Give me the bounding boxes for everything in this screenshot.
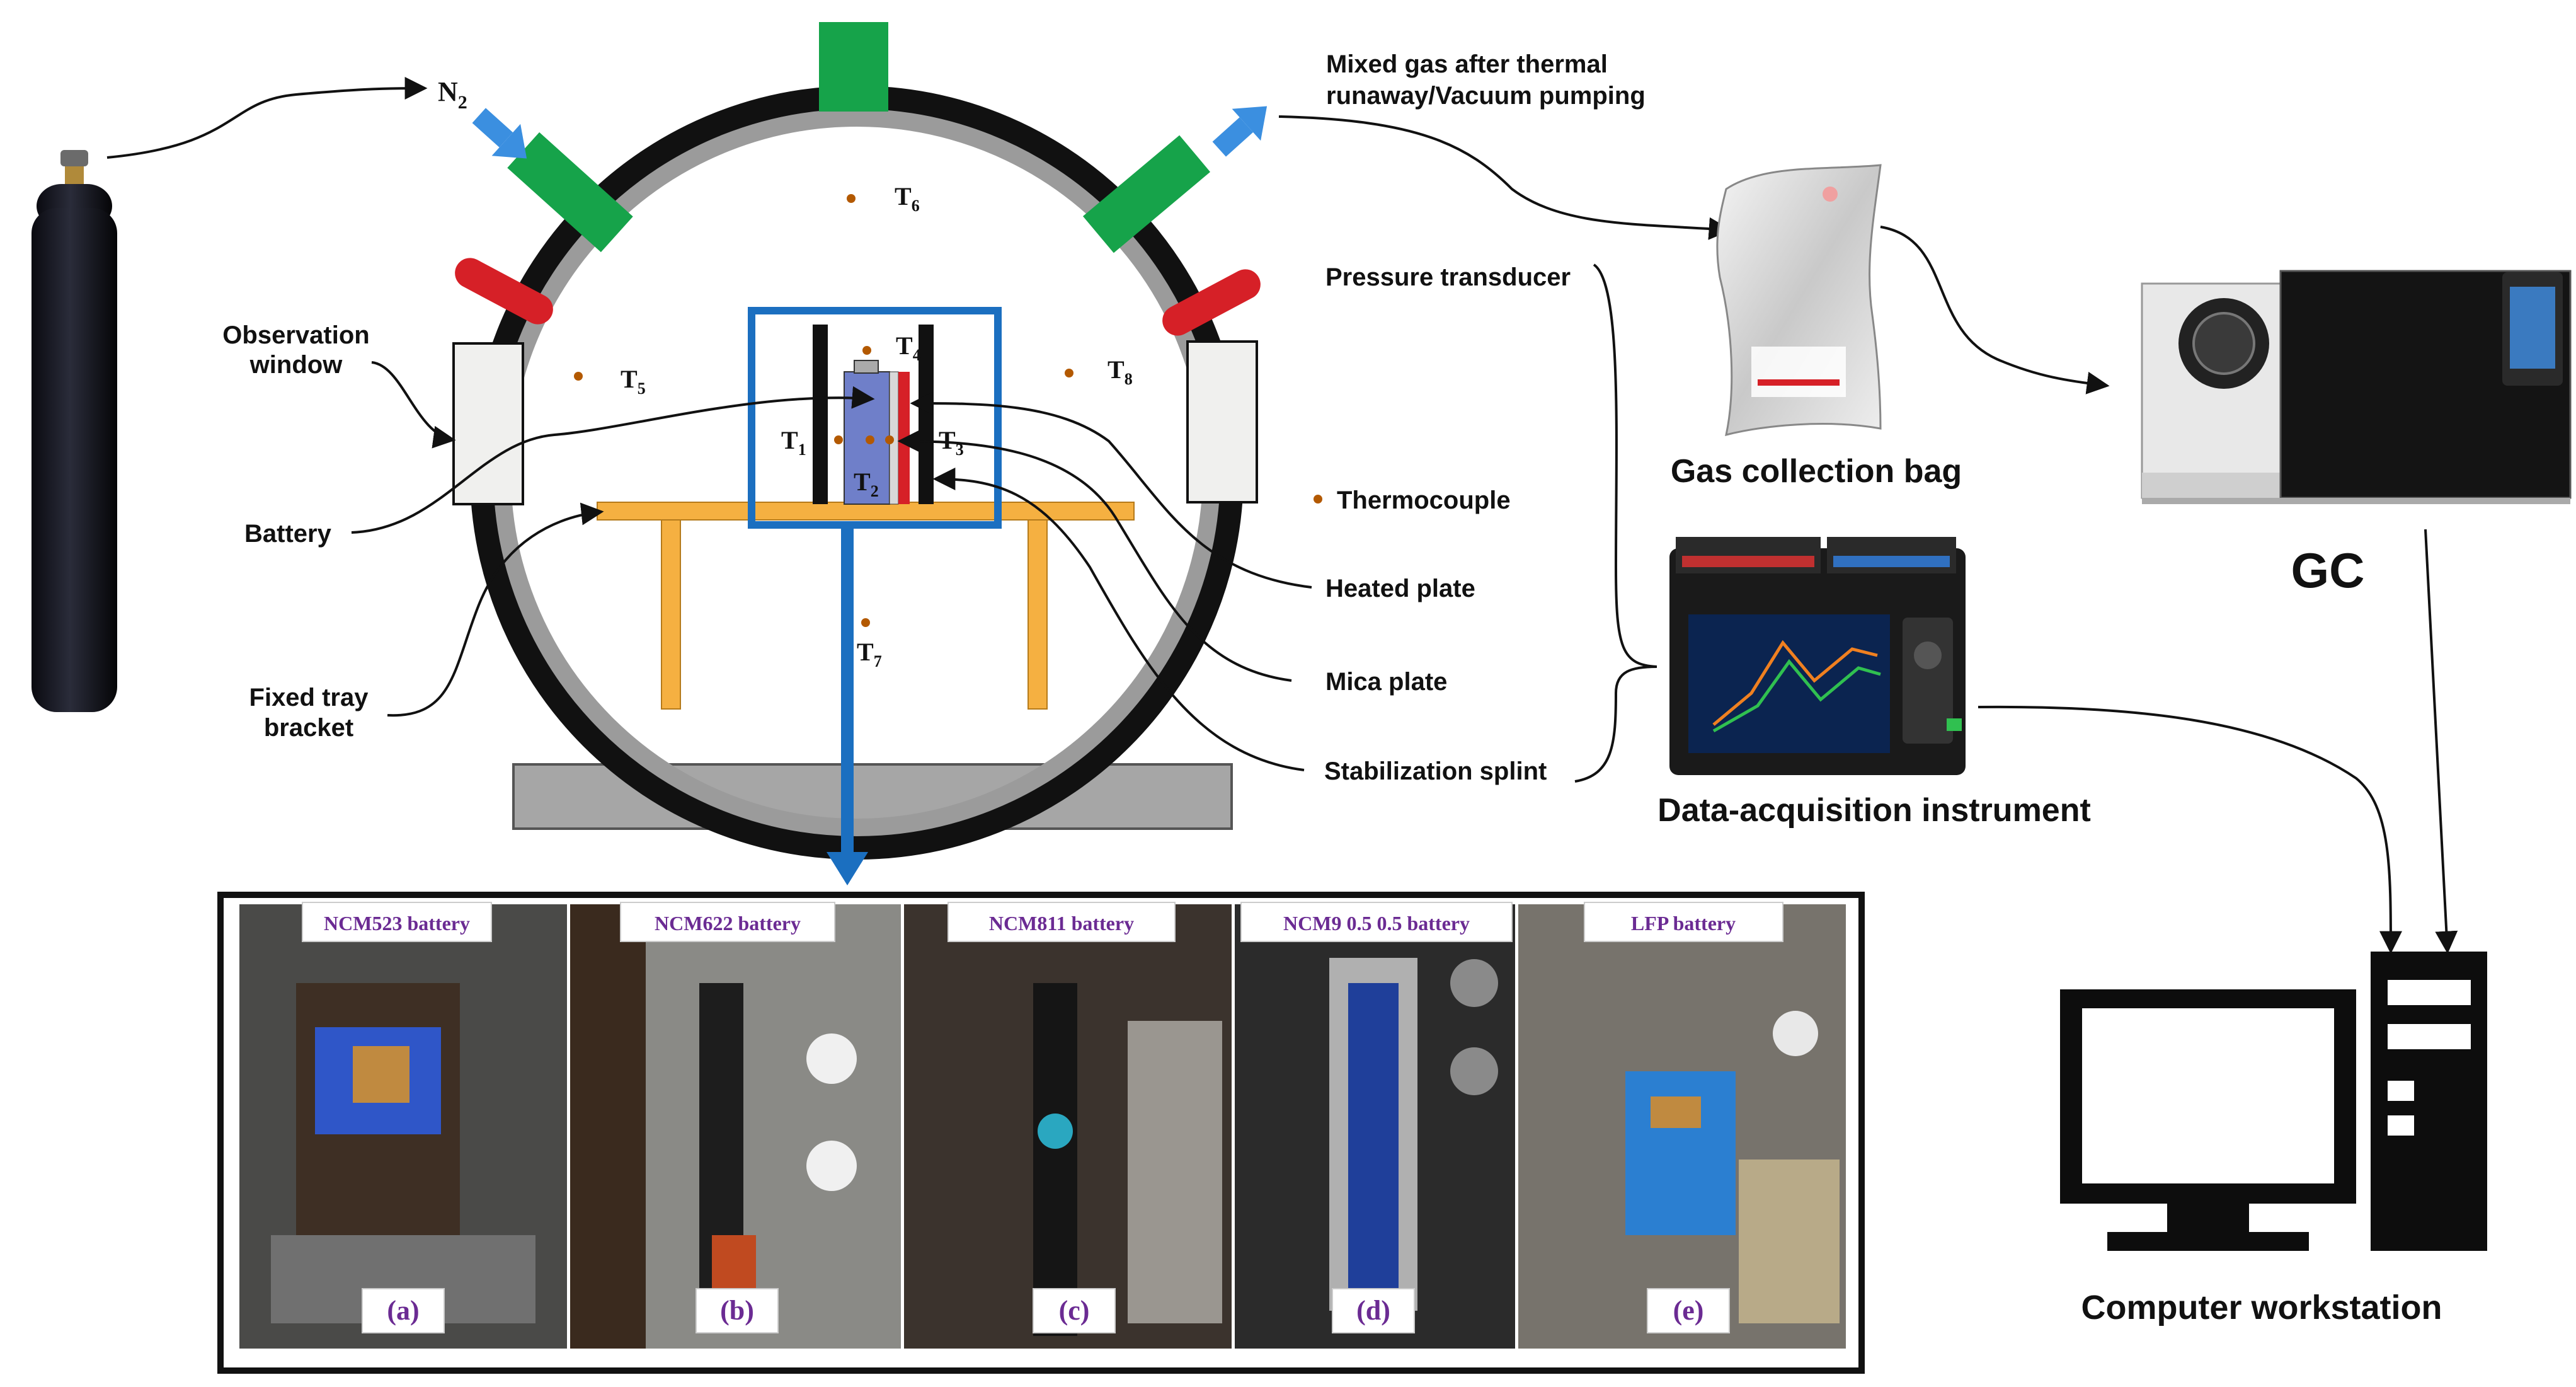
computer-workstation bbox=[2060, 952, 2487, 1251]
t3-label: T3 bbox=[939, 426, 964, 459]
mixed-gas-label-line1: Mixed gas after thermal bbox=[1326, 50, 1608, 78]
gas-collection-bag bbox=[1716, 164, 1882, 437]
heated-plate-label: Heated plate bbox=[1325, 575, 1475, 602]
photo-title-a: NCM523 battery bbox=[324, 912, 470, 935]
pressure-transducer-brace bbox=[1593, 263, 1657, 668]
photo-title-e: LFP battery bbox=[1631, 912, 1736, 935]
t6-label: T6 bbox=[895, 182, 920, 215]
thermocouple-label: Thermocouple bbox=[1337, 486, 1511, 514]
inlet-valve bbox=[507, 132, 633, 253]
nitrogen-cylinder bbox=[31, 150, 117, 712]
mica-plate-leader bbox=[897, 430, 1292, 682]
t5-label: T5 bbox=[621, 365, 646, 398]
observation-window-right bbox=[1186, 340, 1258, 504]
n2-inlet-arrow bbox=[472, 108, 527, 159]
photo-tag-a: (a) bbox=[387, 1295, 419, 1326]
photo-panel-b bbox=[570, 904, 901, 1349]
photo-panel-e bbox=[1518, 904, 1846, 1349]
chamber-to-bag-line bbox=[1278, 115, 1732, 240]
fixed-tray-label-line2: bracket bbox=[264, 714, 353, 742]
seal-right bbox=[1162, 269, 1261, 336]
battery-terminal bbox=[854, 360, 879, 374]
heated-plate bbox=[898, 372, 910, 504]
observation-window-left bbox=[452, 342, 524, 505]
stabilization-splint-label: Stabilization splint bbox=[1324, 757, 1547, 785]
photo-panel-a bbox=[239, 904, 567, 1349]
t2-label: T2 bbox=[854, 468, 879, 500]
photo-tag-c: (c) bbox=[1059, 1295, 1090, 1326]
battery-leader bbox=[351, 386, 875, 534]
pressure-transducer-label: Pressure transducer bbox=[1325, 263, 1571, 291]
photo-title-boxes bbox=[302, 902, 1783, 942]
zoom-arrow-head bbox=[827, 852, 868, 885]
top-port bbox=[819, 22, 888, 112]
photo-title-b: NCM622 battery bbox=[655, 912, 801, 935]
photo-title-d: NCM9 0.5 0.5 battery bbox=[1283, 912, 1470, 935]
data-acquisition-instrument bbox=[1669, 537, 1966, 775]
tray-leader bbox=[387, 502, 604, 717]
photo-tag-boxes bbox=[362, 1288, 1730, 1333]
gas-outlet-arrow bbox=[1212, 106, 1268, 157]
zoom-arrow-shaft bbox=[841, 525, 854, 853]
fixed-tray-label-line1: Fixed tray bbox=[249, 684, 369, 711]
stabilization-splint-left bbox=[813, 325, 828, 504]
daq-to-computer-line bbox=[1978, 705, 2402, 954]
seal-left bbox=[455, 258, 553, 325]
gas-collection-bag-label: Gas collection bag bbox=[1671, 453, 1962, 490]
photo-tag-b: (b) bbox=[720, 1295, 754, 1326]
outlet-valve bbox=[1082, 135, 1211, 253]
photo-tag-d: (d) bbox=[1356, 1295, 1390, 1326]
observation-window-label-line2: window bbox=[249, 351, 343, 379]
observation-window-leader bbox=[371, 361, 456, 449]
computer-workstation-label: Computer workstation bbox=[2081, 1289, 2442, 1327]
stabilization-splint-brace bbox=[1574, 665, 1657, 783]
battery-assembly-highlight bbox=[748, 307, 1002, 529]
battery-label: Battery bbox=[244, 520, 332, 548]
photo-panel-d bbox=[1235, 904, 1515, 1349]
photo-tag-e: (e) bbox=[1673, 1295, 1704, 1326]
data-acquisition-label: Data-acquisition instrument bbox=[1657, 792, 2091, 829]
mica-plate-label: Mica plate bbox=[1325, 668, 1447, 696]
photo-title-c: NCM811 battery bbox=[989, 912, 1134, 935]
photo-panel-c bbox=[904, 904, 1232, 1349]
splint-leader bbox=[932, 468, 1305, 771]
thermocouple-dots bbox=[574, 194, 1322, 627]
gc-to-computer-line bbox=[2424, 529, 2458, 954]
gc-label: GC bbox=[2291, 543, 2365, 598]
cylinder-to-chamber-line bbox=[106, 77, 428, 159]
mixed-gas-label-line2: runaway/Vacuum pumping bbox=[1326, 82, 1646, 110]
t4-label: T4 bbox=[896, 331, 921, 364]
bag-to-gc-line bbox=[1880, 226, 2110, 394]
fixed-tray-bracket bbox=[597, 502, 1135, 710]
gc-instrument bbox=[2141, 270, 2572, 504]
t1-label: T1 bbox=[781, 426, 806, 459]
t8-label: T8 bbox=[1108, 355, 1133, 388]
observation-window-label-line1: Observation bbox=[222, 321, 369, 349]
heated-plate-leader bbox=[910, 392, 1312, 589]
t7-label: T7 bbox=[857, 638, 882, 670]
n2-label: N2 bbox=[438, 76, 467, 113]
